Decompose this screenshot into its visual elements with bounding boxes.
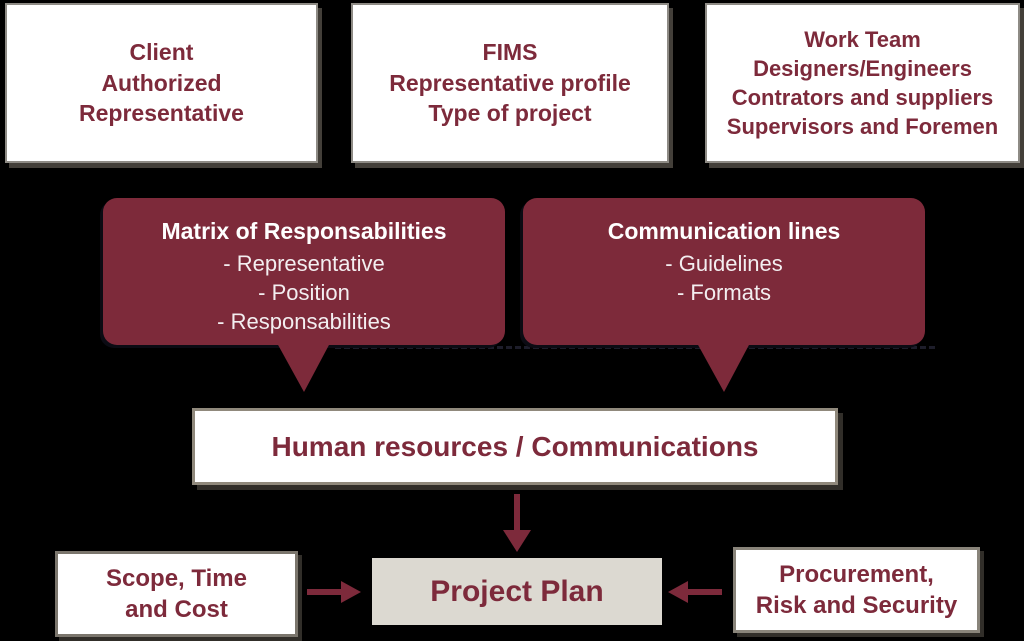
work-team-box-line: Contrators and suppliers: [731, 85, 994, 110]
scope-box-line: Scope, Time: [106, 564, 247, 592]
scope-time-cost-box: Scope, Time and Cost: [55, 551, 298, 637]
procurement-box-line: Risk and Security: [755, 592, 958, 619]
project-plan-label: Project Plan: [430, 574, 604, 608]
communication-lines-bubble: Communication lines - Guidelines - Forma…: [523, 198, 925, 345]
dashed-line: [335, 346, 935, 349]
bubble-title: Matrix of Responsabilities: [161, 218, 447, 244]
matrix-of-responsabilities-bubble: Matrix of Responsabilities - Representat…: [103, 198, 505, 345]
bubble-item: - Responsabilities: [217, 309, 391, 335]
procurement-risk-security-box: Procurement, Risk and Security: [733, 547, 980, 633]
hr-box-label: Human resources / Communications: [271, 430, 759, 462]
bubble-item: - Formats: [676, 280, 772, 306]
project-plan-box: Project Plan: [372, 558, 662, 625]
client-box-line: Representative: [79, 100, 244, 127]
arrow-right-icon: [307, 581, 361, 603]
bubble-item: - Guidelines: [665, 251, 783, 276]
client-representative-box: Client Authorized Representative: [5, 3, 318, 163]
arrow-down-icon: [503, 494, 531, 552]
work-team-box-line: Work Team: [804, 26, 921, 52]
fims-box-line: Type of project: [428, 100, 592, 127]
work-team-box: Work Team Designers/Engineers Contrators…: [705, 3, 1020, 163]
work-team-box-line: Supervisors and Foremen: [726, 114, 999, 140]
human-resources-communications-box: Human resources / Communications: [192, 408, 838, 485]
procurement-box-line: Procurement,: [779, 560, 934, 588]
client-box-line: Authorized: [101, 69, 222, 96]
client-box-line: Client: [129, 39, 194, 66]
fims-box: FIMS Representative profile Type of proj…: [351, 3, 669, 163]
bubble-title: Communication lines: [607, 218, 841, 244]
bubble-item: - Position: [258, 280, 350, 306]
speech-bubble-tail: [277, 343, 330, 392]
work-team-box-line: Designers/Engineers: [753, 55, 972, 81]
fims-box-line: Representative profile: [389, 69, 631, 96]
speech-bubble-tail: [697, 343, 750, 392]
bubble-item: - Representative: [223, 251, 385, 276]
fims-box-line: FIMS: [482, 39, 538, 66]
scope-box-line: and Cost: [125, 596, 228, 623]
arrow-left-icon: [668, 581, 722, 603]
